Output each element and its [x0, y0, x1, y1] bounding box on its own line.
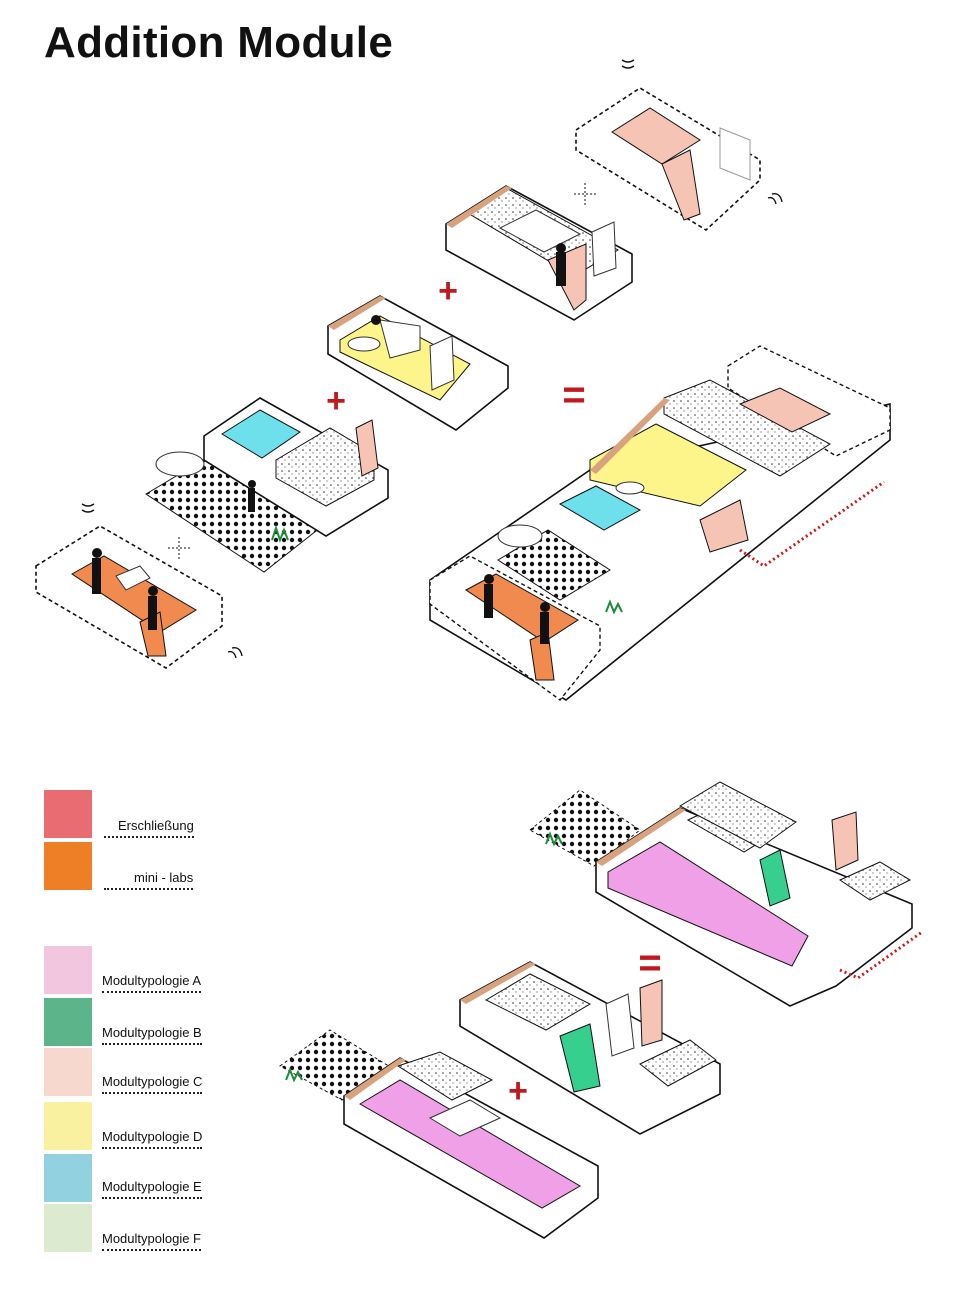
module-middle	[459, 961, 721, 1135]
combined-unit-1	[429, 345, 891, 701]
module-bath-terrace	[145, 397, 389, 573]
legend-label: Modultypologie F	[102, 1231, 201, 1251]
plus-operator-1: +	[326, 382, 346, 420]
module-bedroom	[445, 185, 633, 321]
legend-label: Erschließung	[104, 818, 194, 838]
equals-operator-1: =	[562, 373, 585, 417]
module-mini-lab-dashed	[35, 503, 243, 669]
plus-operator-3: +	[508, 1072, 528, 1110]
legend-swatch	[44, 946, 92, 994]
legend-label: mini - labs	[104, 870, 194, 890]
module-bottom-left	[279, 1029, 599, 1239]
legend-swatch	[44, 1102, 92, 1150]
legend-swatch	[44, 790, 92, 838]
legend-swatch	[44, 1048, 92, 1096]
combined-unit-2	[529, 781, 923, 1007]
module-living	[327, 295, 509, 431]
page-title: Addition Module	[44, 18, 394, 67]
legend-label: Modultypologie D	[102, 1129, 203, 1149]
equals-operator-2: =	[638, 941, 661, 985]
legend-swatch	[44, 842, 92, 890]
legend-label: Modultypologie E	[102, 1179, 202, 1199]
legend-label: Modultypologie B	[102, 1025, 202, 1045]
legend-swatch	[44, 1204, 92, 1252]
plus-operator-2: +	[438, 272, 458, 310]
legend-label: Modultypologie A	[102, 973, 202, 993]
legend-swatch	[44, 998, 92, 1046]
legend-label: Modultypologie C	[102, 1074, 203, 1094]
legend-swatch	[44, 1154, 92, 1202]
module-bedroom-dashed	[575, 59, 783, 231]
